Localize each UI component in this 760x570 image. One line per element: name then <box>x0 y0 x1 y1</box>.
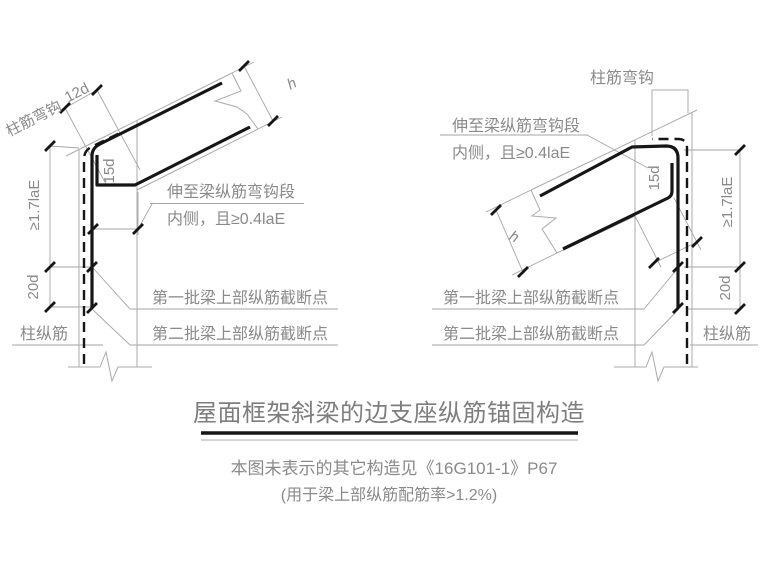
left-detail: 柱筋弯钩 12d 15d ≥1.7laE 20d h 柱纵筋 伸至梁纵筋弯钩段 … <box>3 60 338 383</box>
drawing-note-1: 本图未表示的其它构造见《16G101-1》P67 <box>231 459 558 478</box>
left-beam-bottom-bar <box>95 125 251 187</box>
right-vertical-dim-ext <box>684 149 740 310</box>
right-20d-label: 20d <box>717 275 734 300</box>
left-h-label: h <box>284 75 299 94</box>
right-cutoff2-leader <box>432 308 680 346</box>
left-cutoff2-leader <box>91 308 338 346</box>
right-column-break-line <box>614 350 698 383</box>
left-roof-top-surface <box>65 72 233 157</box>
left-cutoff1-leader <box>92 267 338 310</box>
left-anchor-note-line1: 伸至梁纵筋弯钩段 <box>167 183 295 201</box>
right-h-dim-line <box>485 189 558 276</box>
left-cutoff-first-label: 第一批梁上部纵筋截断点 <box>152 289 328 307</box>
right-column-bar-label: 柱纵筋 <box>703 325 751 343</box>
right-anchor-label-leader <box>440 134 649 169</box>
right-beam-top-bar <box>539 144 680 308</box>
right-column-stub <box>651 89 689 136</box>
left-beam-bottom-edge <box>136 128 259 191</box>
right-beam-bottom-bar <box>562 163 674 251</box>
right-column-hook-label: 柱筋弯钩 <box>590 69 654 87</box>
right-anchor-note-line1: 伸至梁纵筋弯钩段 <box>452 117 580 135</box>
left-column-break-line <box>68 350 152 383</box>
left-12d-label: 12d <box>62 80 92 107</box>
right-cutoff1-leader <box>432 267 679 310</box>
right-h-label: h <box>506 228 521 247</box>
left-04lae-dim-line <box>92 192 139 235</box>
drawing-title: 屋面框架斜梁的边支座纵筋锚固构造 <box>193 400 585 427</box>
left-20d-label: 20d <box>25 274 42 299</box>
right-cutoff-first-label: 第一批梁上部纵筋截断点 <box>443 289 619 307</box>
left-dim-ticks <box>44 60 279 314</box>
left-beam-top-bar <box>90 81 223 308</box>
left-cutoff-second-label: 第二批梁上部纵筋截断点 <box>152 325 328 343</box>
right-anchor-note-line2: 内侧，且≥0.4laE <box>452 144 570 162</box>
drawing-note-2: (用于梁上部纵筋配筋率>1.2%) <box>281 486 497 504</box>
right-dim-ticks <box>490 144 746 315</box>
left-column-bar-dashed <box>82 130 123 364</box>
right-column-bar-dashed <box>652 137 689 364</box>
left-column-bar-label: 柱纵筋 <box>20 325 68 343</box>
left-anchor-note-line2: 内侧，且≥0.4laE <box>167 210 285 228</box>
left-beam-cut-break-line <box>213 72 259 130</box>
right-detail: 柱筋弯钩 15d ≥1.7laE 20d h 柱纵筋 伸至梁纵筋弯钩段 内侧，且… <box>432 69 758 383</box>
right-17lae-label: ≥1.7laE <box>719 177 736 228</box>
left-column-hook-label: 柱筋弯钩 <box>3 98 64 140</box>
left-12d-dim-line <box>64 89 141 187</box>
right-15d-label: 15d <box>646 165 663 190</box>
left-17lae-label: ≥1.7laE <box>26 180 43 231</box>
right-cutoff-second-label: 第二批梁上部纵筋截断点 <box>443 325 619 343</box>
right-beam-cut-break-line <box>530 189 558 254</box>
left-15d-label: 15d <box>101 158 118 183</box>
title-block: 屋面框架斜梁的边支座纵筋锚固构造 本图未表示的其它构造见《16G101-1》P6… <box>193 400 585 504</box>
